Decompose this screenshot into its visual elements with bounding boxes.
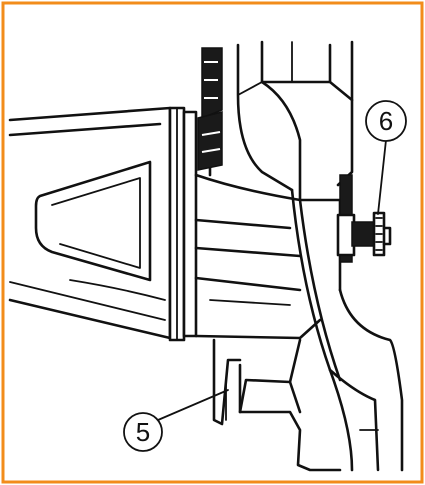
callout-5-label: 5 [136, 417, 150, 447]
callout-6-label: 6 [379, 106, 393, 136]
callout-6: 6 [365, 100, 407, 215]
cone-outline [8, 106, 172, 340]
callout-5: 5 [123, 389, 229, 452]
callout-5-circle [123, 412, 163, 452]
adjustment-knob [351, 221, 375, 247]
callout-6-circle [365, 100, 407, 142]
grip-mid [197, 111, 223, 171]
grip-top [201, 47, 223, 120]
cone-window [34, 160, 152, 282]
device-body [8, 40, 404, 472]
strap [290, 188, 354, 472]
callout-6-leader [377, 139, 387, 215]
callout-5-leader [157, 389, 229, 421]
trigger [212, 338, 242, 426]
